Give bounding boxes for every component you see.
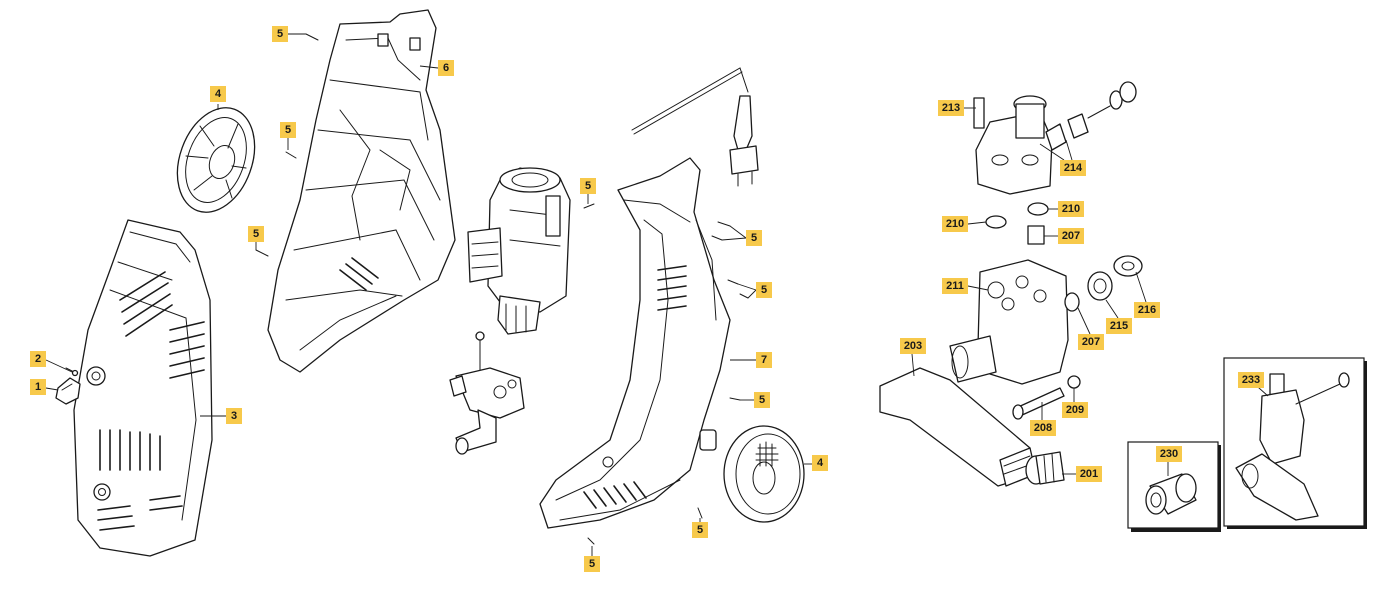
pump-body-part <box>949 259 1069 385</box>
callout-4-left: 4 <box>210 86 226 102</box>
callout-1: 1 <box>30 379 46 395</box>
callout-2: 2 <box>30 351 46 367</box>
callout-4-right: 4 <box>812 455 828 471</box>
svg-text:210: 210 <box>1062 203 1080 215</box>
svg-text:1: 1 <box>35 381 41 393</box>
callout-203: 203 <box>900 338 926 354</box>
svg-text:5: 5 <box>277 28 283 40</box>
svg-text:210: 210 <box>946 218 964 230</box>
svg-text:3: 3 <box>231 410 237 422</box>
inset-233 <box>1223 357 1367 529</box>
svg-text:4: 4 <box>817 457 824 469</box>
callout-5-e: 5 <box>746 230 762 246</box>
callout-233: 233 <box>1238 372 1264 388</box>
filter-part <box>1025 451 1065 485</box>
svg-text:5: 5 <box>589 558 595 570</box>
callout-3: 3 <box>226 408 242 424</box>
callout-labels: 1 2 3 4 4 5 5 5 5 5 5 5 5 5 6 7 201 203 … <box>30 26 1264 572</box>
callout-213: 213 <box>938 100 964 116</box>
callout-5-h: 5 <box>692 522 708 538</box>
wheel-grid <box>755 441 779 467</box>
leader-lines <box>45 33 1269 556</box>
svg-text:6: 6 <box>443 62 449 74</box>
callout-7: 7 <box>756 352 772 368</box>
callout-201: 201 <box>1076 466 1102 482</box>
callout-5-b: 5 <box>280 122 296 138</box>
callout-230: 230 <box>1156 446 1182 462</box>
valve-assembly-part <box>1045 81 1137 151</box>
svg-text:216: 216 <box>1138 304 1156 316</box>
front-cover-vents <box>97 271 205 531</box>
callout-5-g: 5 <box>754 392 770 408</box>
inlet-pipe-part <box>879 367 1037 487</box>
callout-209: 209 <box>1062 402 1088 418</box>
callout-211: 211 <box>942 278 968 294</box>
callout-207-b: 207 <box>1078 334 1104 350</box>
callout-214: 214 <box>1060 160 1086 176</box>
callout-208: 208 <box>1030 420 1056 436</box>
front-cover-part <box>73 219 213 557</box>
svg-text:7: 7 <box>761 354 767 366</box>
callout-210-b: 210 <box>1058 201 1084 217</box>
pump-head-part <box>973 95 1053 195</box>
svg-text:214: 214 <box>1064 162 1083 174</box>
svg-text:207: 207 <box>1062 230 1080 242</box>
svg-text:233: 233 <box>1242 374 1260 386</box>
screw-parts <box>255 33 749 545</box>
knob-pin-part <box>65 367 79 377</box>
svg-text:5: 5 <box>585 180 591 192</box>
svg-text:230: 230 <box>1160 448 1178 460</box>
o-ring-parts <box>985 202 1049 245</box>
left-wheel-part <box>176 107 256 213</box>
right-wheel-part <box>723 425 805 523</box>
svg-text:5: 5 <box>751 232 757 244</box>
callout-5-i: 5 <box>584 556 600 572</box>
svg-text:207: 207 <box>1082 336 1100 348</box>
svg-text:201: 201 <box>1080 468 1098 480</box>
callout-207-a: 207 <box>1058 228 1084 244</box>
callout-215: 215 <box>1106 318 1132 334</box>
knob-part <box>55 377 81 405</box>
svg-text:5: 5 <box>285 124 291 136</box>
svg-text:4: 4 <box>215 88 222 100</box>
svg-text:211: 211 <box>946 280 964 292</box>
front-housing-part <box>539 157 731 529</box>
side-fittings-parts <box>1064 255 1143 312</box>
svg-text:5: 5 <box>761 284 767 296</box>
callout-6: 6 <box>438 60 454 76</box>
rear-housing-part <box>267 9 456 373</box>
center-pump-part <box>449 331 525 455</box>
svg-text:5: 5 <box>253 228 259 240</box>
svg-text:5: 5 <box>759 394 765 406</box>
svg-text:213: 213 <box>942 102 960 114</box>
svg-text:215: 215 <box>1110 320 1128 332</box>
callout-5-f: 5 <box>756 282 772 298</box>
callout-5-c: 5 <box>248 226 264 242</box>
callout-5-d: 5 <box>580 178 596 194</box>
callout-5-a: 5 <box>272 26 288 42</box>
callout-210-a: 210 <box>942 216 968 232</box>
svg-text:2: 2 <box>35 353 41 365</box>
callout-216: 216 <box>1134 302 1160 318</box>
svg-text:209: 209 <box>1066 404 1084 416</box>
motor-part <box>467 167 571 335</box>
power-cord-part <box>631 67 759 187</box>
svg-text:208: 208 <box>1034 422 1052 434</box>
svg-text:203: 203 <box>904 340 922 352</box>
svg-text:5: 5 <box>697 524 703 536</box>
